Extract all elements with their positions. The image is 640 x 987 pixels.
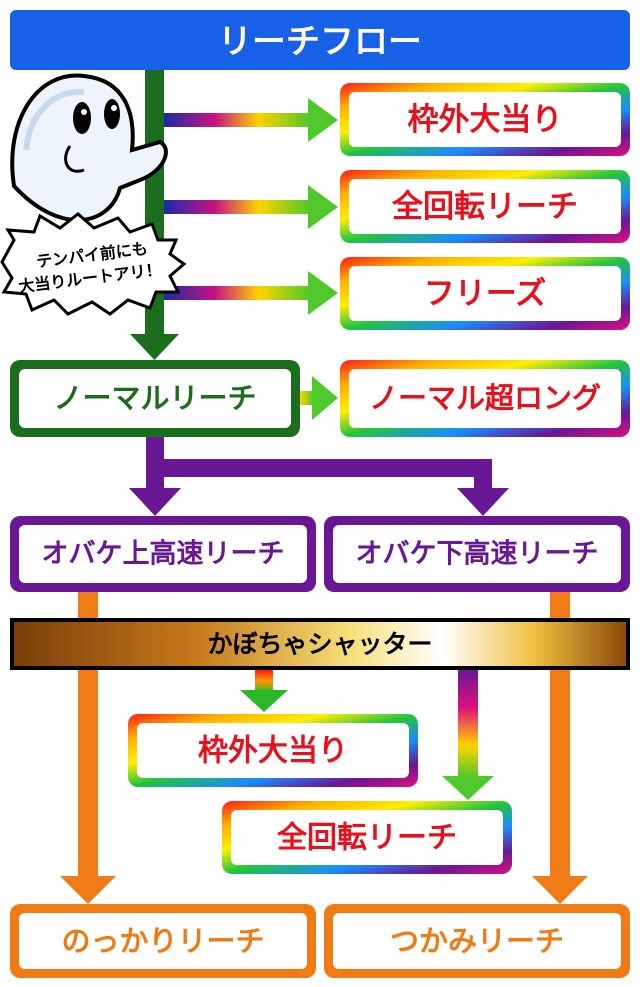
header-bar <box>10 10 630 70</box>
ghost-eye-left <box>73 102 91 134</box>
mascot-speech-burst: テンパイ前にも 大当りルートアリ！ <box>0 212 187 316</box>
split-connector <box>129 437 509 516</box>
normal-long-box: ノーマル超ロング <box>340 360 630 437</box>
wakugai-box: 枠外大当り <box>340 83 630 156</box>
zenkaiten-label: 全回転リーチ <box>391 189 578 225</box>
tsukami-box: つかみリーチ <box>324 904 630 978</box>
arrow-to-normal-long <box>300 376 338 420</box>
normal-long-label: ノーマル超ロング <box>369 381 601 415</box>
shutter-label: かぼちゃシャッター <box>207 630 432 659</box>
header-title: リーチフロー <box>218 22 422 62</box>
shutter-wakugai-label: 枠外大当り <box>198 734 348 769</box>
shutter-bar: かぼちゃシャッター <box>10 618 630 670</box>
shutter-zenkaiten-box: 全回転リーチ <box>222 801 512 874</box>
shutter-zenkaiten-label: 全回転リーチ <box>276 821 457 856</box>
obake-down-box: オバケ下高速リーチ <box>324 516 630 592</box>
ghost-eye-right <box>104 99 120 129</box>
obake-down-label: オバケ下高速リーチ <box>356 538 599 570</box>
freeze-label: フリーズ <box>424 276 546 312</box>
trunk-arrowhead <box>130 334 179 360</box>
normal-reach-box: ノーマルリーチ <box>10 360 300 437</box>
obake-up-box: オバケ上高速リーチ <box>10 516 316 592</box>
nokkari-label: のっかりリーチ <box>61 924 264 958</box>
arrow-to-shutter-wakugai <box>240 670 288 712</box>
zenkaiten-box: 全回転リーチ <box>340 170 630 243</box>
arrow-to-shutter-zenkaiten <box>442 670 494 800</box>
shutter-wakugai-box: 枠外大当り <box>128 714 418 787</box>
tsukami-label: つかみリーチ <box>390 924 564 958</box>
arrow-to-zenkaiten <box>164 185 338 229</box>
nokkari-box: のっかりリーチ <box>10 904 316 978</box>
arrow-to-freeze <box>164 271 338 315</box>
obake-up-label: オバケ上高速リーチ <box>42 538 285 570</box>
arrow-to-wakugai <box>164 98 338 142</box>
freeze-box: フリーズ <box>340 257 630 330</box>
normal-reach-label: ノーマルリーチ <box>53 381 256 415</box>
wakugai-label: 枠外大当り <box>408 102 563 138</box>
ghost-mascot <box>10 73 168 223</box>
